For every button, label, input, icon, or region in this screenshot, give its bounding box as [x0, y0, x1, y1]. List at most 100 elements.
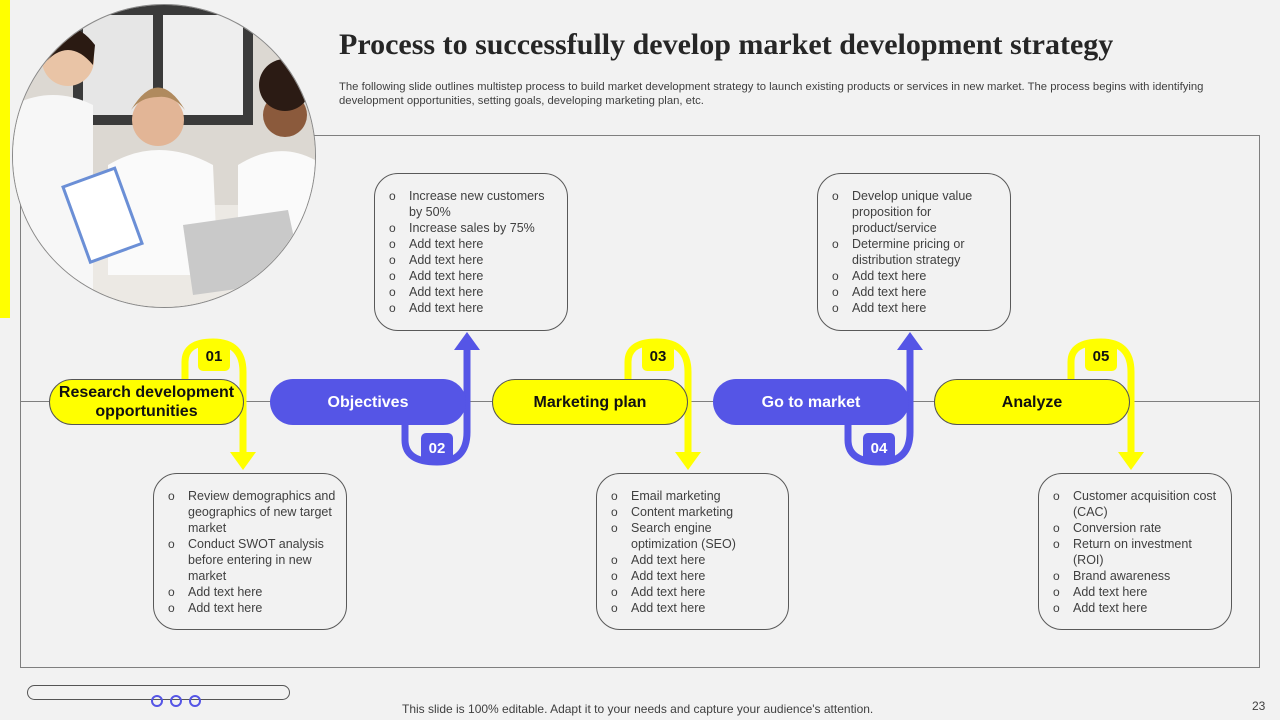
team-photo: [12, 4, 316, 308]
bullet-icon: o: [832, 269, 839, 283]
list-item: o Add text here: [1051, 600, 1221, 616]
bullet-icon: o: [611, 585, 618, 599]
list-item: o Add text here: [387, 284, 557, 300]
list-item-text: Add text here: [188, 585, 263, 599]
list-item: o Add text here: [609, 584, 778, 600]
bullet-icon: o: [1053, 489, 1060, 503]
step-05-pill: Analyze: [934, 379, 1130, 425]
list-item-text: Add text here: [409, 285, 484, 299]
bullet-icon: o: [1053, 521, 1060, 535]
list-item-text: Add text here: [1073, 585, 1148, 599]
list-item-text: Add text here: [852, 285, 927, 299]
list-item-text: Add text here: [631, 601, 706, 615]
step-05-label: Analyze: [1001, 393, 1063, 411]
list-item: o Return on investment (ROI): [1051, 536, 1221, 568]
list-item-text: Add text here: [852, 269, 927, 283]
arrowhead-04: [897, 332, 923, 350]
go-to-market-list: o Develop unique value proposition for pr…: [830, 188, 1000, 316]
list-item: o Add text here: [609, 600, 778, 616]
step-02-pill: Objectives: [270, 379, 466, 425]
list-item: o Develop unique value proposition for pr…: [830, 188, 1000, 236]
step-02-label: Objectives: [327, 393, 409, 411]
step-01-number: 01: [198, 341, 230, 371]
bullet-icon: o: [389, 285, 396, 299]
step-02-number: 02: [421, 433, 453, 463]
bullet-icon: o: [168, 537, 175, 551]
list-item-text: Add text here: [852, 301, 927, 315]
step-01-pill: Research development opportunities: [49, 379, 244, 425]
go-to-market-box: o Develop unique value proposition for pr…: [817, 173, 1011, 331]
bullet-icon: o: [611, 489, 618, 503]
list-item-text: Email marketing: [631, 489, 721, 503]
list-item-text: Brand awareness: [1073, 569, 1171, 583]
bullet-icon: o: [1053, 537, 1060, 551]
list-item-text: Add text here: [1073, 601, 1148, 615]
list-item-text: Develop unique value proposition for pro…: [852, 189, 973, 235]
list-item-text: Add text here: [631, 553, 706, 567]
list-item-text: Determine pricing or distribution strate…: [852, 237, 965, 267]
list-item-text: Add text here: [631, 569, 706, 583]
bullet-icon: o: [168, 585, 175, 599]
footer-dots: [151, 695, 201, 707]
bullet-icon: o: [168, 489, 175, 503]
list-item: o Add text here: [1051, 584, 1221, 600]
list-item: o Conversion rate: [1051, 520, 1221, 536]
list-item-text: Add text here: [409, 269, 484, 283]
list-item-text: Add text here: [409, 253, 484, 267]
step-04-number: 04: [863, 433, 895, 463]
footer-note: This slide is 100% editable. Adapt it to…: [402, 702, 874, 716]
step-03-pill: Marketing plan: [492, 379, 688, 425]
list-item-text: Increase sales by 75%: [409, 221, 535, 235]
list-item: o Email marketing: [609, 488, 778, 504]
bullet-icon: o: [1053, 601, 1060, 615]
step-01-label: Research development opportunities: [58, 384, 235, 420]
bullet-icon: o: [832, 285, 839, 299]
list-item-text: Content marketing: [631, 505, 734, 519]
page-number: 23: [1252, 699, 1266, 713]
bullet-icon: o: [611, 569, 618, 583]
list-item: o Add text here: [387, 268, 557, 284]
bullet-icon: o: [389, 221, 396, 235]
list-item: o Add text here: [830, 284, 1000, 300]
bullet-icon: o: [389, 253, 396, 267]
list-item-text: Search engine optimization (SEO): [631, 521, 736, 551]
bullet-icon: o: [611, 601, 618, 615]
bullet-icon: o: [832, 301, 839, 315]
step-04-pill: Go to market: [713, 379, 909, 425]
list-item-text: Add text here: [631, 585, 706, 599]
bullet-icon: o: [389, 301, 396, 315]
list-item-text: Conversion rate: [1073, 521, 1162, 535]
list-item: o Add text here: [387, 252, 557, 268]
arrowhead-01: [230, 452, 256, 470]
list-item-text: Add text here: [188, 601, 263, 615]
arrowhead-02: [454, 332, 480, 350]
step-03-label: Marketing plan: [533, 393, 647, 411]
bullet-icon: o: [1053, 585, 1060, 599]
list-item-text: Return on investment (ROI): [1073, 537, 1192, 567]
footer-dot: [189, 695, 201, 707]
footer-dot: [151, 695, 163, 707]
step-03-number: 03: [642, 341, 674, 371]
step-05-number: 05: [1085, 341, 1117, 371]
footer-dot: [170, 695, 182, 707]
bullet-icon: o: [168, 601, 175, 615]
slide-title: Process to successfully develop market d…: [339, 28, 1114, 61]
list-item: o Add text here: [609, 568, 778, 584]
list-item: o Add text here: [166, 600, 336, 616]
bullet-icon: o: [832, 189, 839, 203]
bullet-icon: o: [389, 269, 396, 283]
